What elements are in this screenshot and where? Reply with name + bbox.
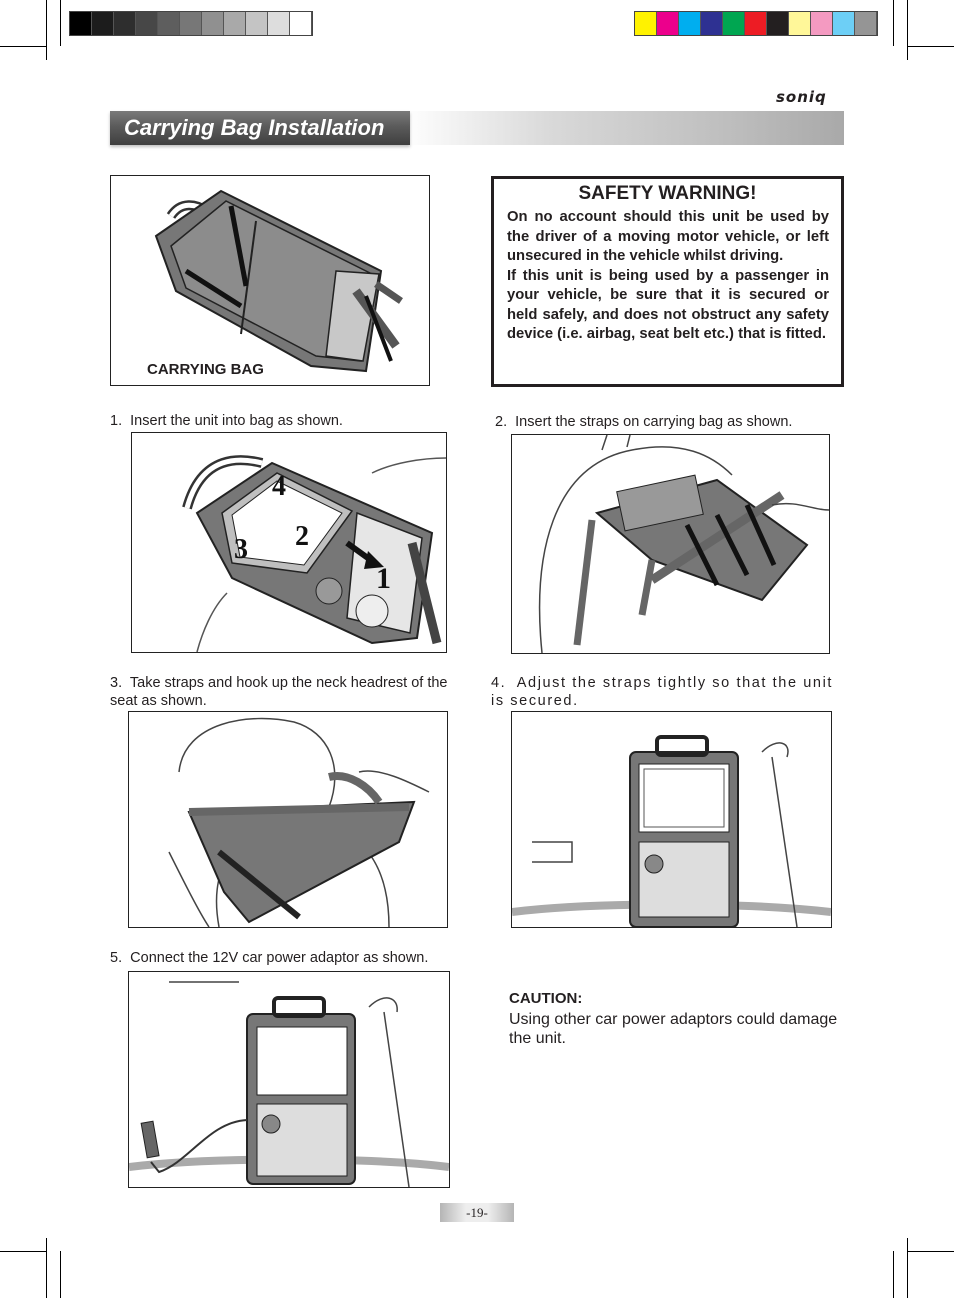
section-title-box — [110, 111, 410, 145]
insert-unit-illustration: 4 2 3 1 — [182, 455, 446, 652]
page-number-box — [440, 1203, 514, 1222]
grayscale-swatch — [114, 12, 136, 35]
brand-logo: soniq — [776, 88, 827, 106]
color-swatch — [701, 12, 723, 35]
grayscale-swatch — [268, 12, 290, 35]
step-5-caption: 5. Connect the 12V car power adaptor as … — [110, 949, 428, 967]
step-text: Take straps and hook up the neck headres… — [110, 675, 448, 709]
callout-3: 3 — [234, 534, 248, 565]
hook-headrest-illustration — [168, 717, 430, 927]
callout-4: 4 — [272, 471, 286, 502]
step-number: 5. — [110, 950, 123, 966]
grayscale-swatch — [180, 12, 202, 35]
step-number: 2. — [495, 414, 508, 430]
step-1-figure: 4 2 3 1 — [131, 432, 447, 653]
color-swatch — [723, 12, 745, 35]
step-number: 4. — [491, 675, 507, 691]
step-4-caption: 4. Adjust the straps tightly so that the… — [491, 674, 844, 710]
carrying-bag-label: CARRYING BAG — [147, 361, 264, 378]
secured-unit-illustration — [512, 735, 831, 927]
section-title: Carrying Bag Installation — [124, 115, 385, 140]
step-text: Insert the unit into bag as shown. — [130, 413, 343, 429]
step-4-figure — [511, 711, 832, 928]
color-swatch — [767, 12, 789, 35]
page-number: -19- — [466, 1205, 488, 1220]
connect-power-illustration — [129, 981, 449, 1187]
safety-warning-box: SAFETY WARNING! On no account should thi… — [491, 176, 844, 387]
grayscale-swatch — [202, 12, 224, 35]
grayscale-swatch — [136, 12, 158, 35]
caution-title: CAUTION: — [509, 990, 583, 1007]
step-number: 3. — [110, 675, 123, 691]
color-calibration-bar — [634, 11, 878, 36]
insert-straps-illustration — [538, 435, 829, 653]
caution-text: Using other car power adaptors could dam… — [509, 1011, 838, 1047]
grayscale-calibration-bar — [69, 11, 313, 36]
color-swatch — [855, 12, 877, 35]
step-5-figure — [128, 971, 450, 1188]
step-text: Insert the straps on carrying bag as sho… — [515, 414, 793, 430]
color-swatch — [811, 12, 833, 35]
safety-warning-title: SAFETY WARNING! — [578, 183, 757, 204]
carrying-bag-illustration: CARRYING BAG — [147, 189, 403, 378]
callout-2: 2 — [295, 521, 309, 552]
safety-warning-body: On no account should this unit be used b… — [507, 208, 829, 345]
safety-warning-paragraph-1: On no account should this unit be used b… — [507, 209, 829, 264]
callout-1: 1 — [376, 562, 391, 595]
grayscale-swatch — [92, 12, 114, 35]
grayscale-swatch — [224, 12, 246, 35]
step-3-figure — [128, 711, 448, 928]
color-swatch — [789, 12, 811, 35]
grayscale-swatch — [158, 12, 180, 35]
step-2-caption: 2. Insert the straps on carrying bag as … — [495, 413, 792, 431]
step-1-caption: 1. Insert the unit into bag as shown. — [110, 412, 343, 430]
step-text: Connect the 12V car power adaptor as sho… — [130, 950, 429, 966]
color-swatch — [679, 12, 701, 35]
step-3-caption: 3. Take straps and hook up the neck head… — [110, 674, 460, 710]
grayscale-swatch — [246, 12, 268, 35]
carrying-bag-figure: CARRYING BAG — [110, 175, 430, 386]
step-number: 1. — [110, 413, 123, 429]
grayscale-swatch — [290, 12, 312, 35]
color-swatch — [833, 12, 855, 35]
step-text: Adjust the straps tightly so that the un… — [491, 675, 834, 709]
step-2-figure — [511, 434, 830, 654]
safety-warning-paragraph-2: If this unit is being used by a passenge… — [507, 267, 829, 343]
color-swatch — [635, 12, 657, 35]
color-swatch — [657, 12, 679, 35]
color-swatch — [745, 12, 767, 35]
grayscale-swatch — [70, 12, 92, 35]
